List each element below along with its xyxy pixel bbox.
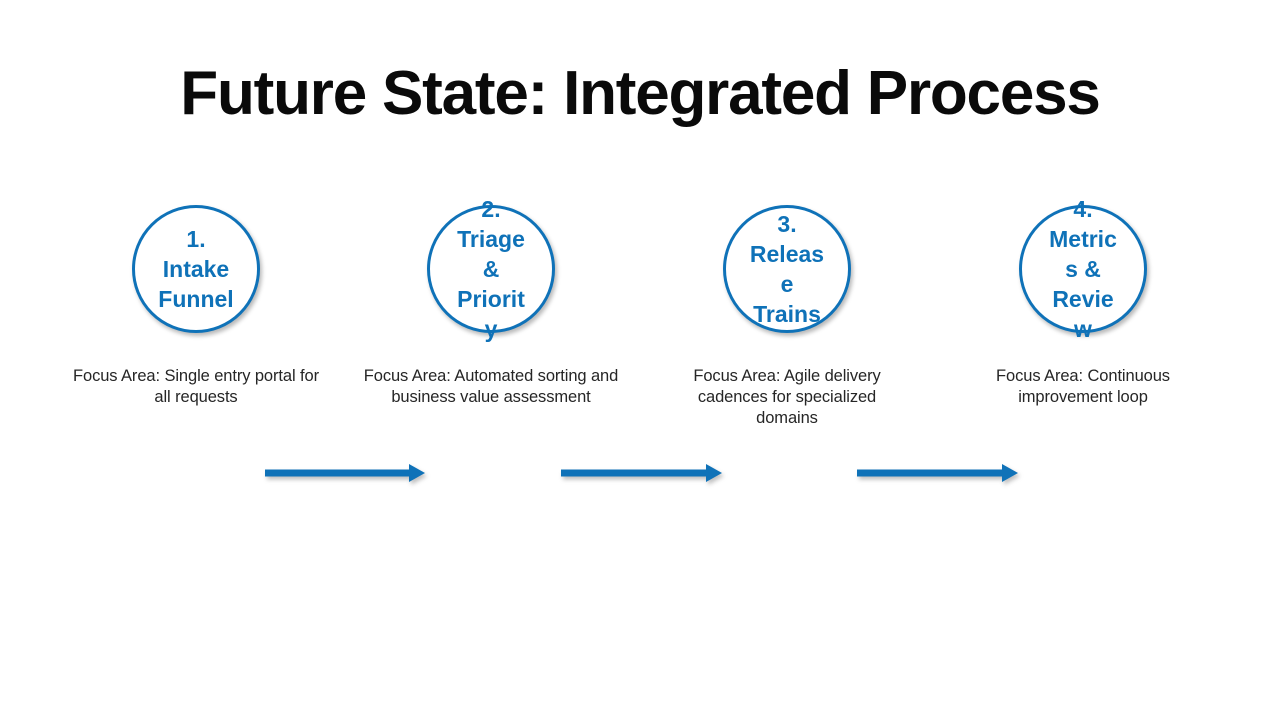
connector-arrow-3	[857, 463, 1018, 483]
step-1-circle	[132, 205, 260, 333]
page-title: Future State: Integrated Process	[180, 59, 1101, 128]
connector-arrow-2	[561, 463, 722, 483]
process-step-1[interactable]: 1. Intake Funnel	[132, 205, 260, 333]
process-flow-diagram: 1. Intake Funnel 2. Triage & Priority 3.…	[0, 196, 1280, 482]
step-4-caption: Focus Area: Continuous improvement loop	[996, 367, 1170, 406]
step-4-circle	[1019, 205, 1147, 333]
step-2-circle	[427, 205, 555, 333]
step-2-caption: Focus Area: Automated sorting and busine…	[363, 367, 619, 406]
step-3-caption: Focus Area: Agile delivery cadences for …	[693, 367, 881, 427]
step-3-circle	[723, 205, 851, 333]
process-step-2[interactable]: 2. Triage & Priority	[427, 196, 555, 342]
process-step-3[interactable]: 3. Release Trains	[723, 205, 851, 333]
connector-arrow-1	[265, 463, 425, 483]
step-1-caption: Focus Area: Single entry portal for all …	[73, 367, 319, 406]
process-step-4[interactable]: 4. Metrics & Review	[1019, 196, 1147, 342]
